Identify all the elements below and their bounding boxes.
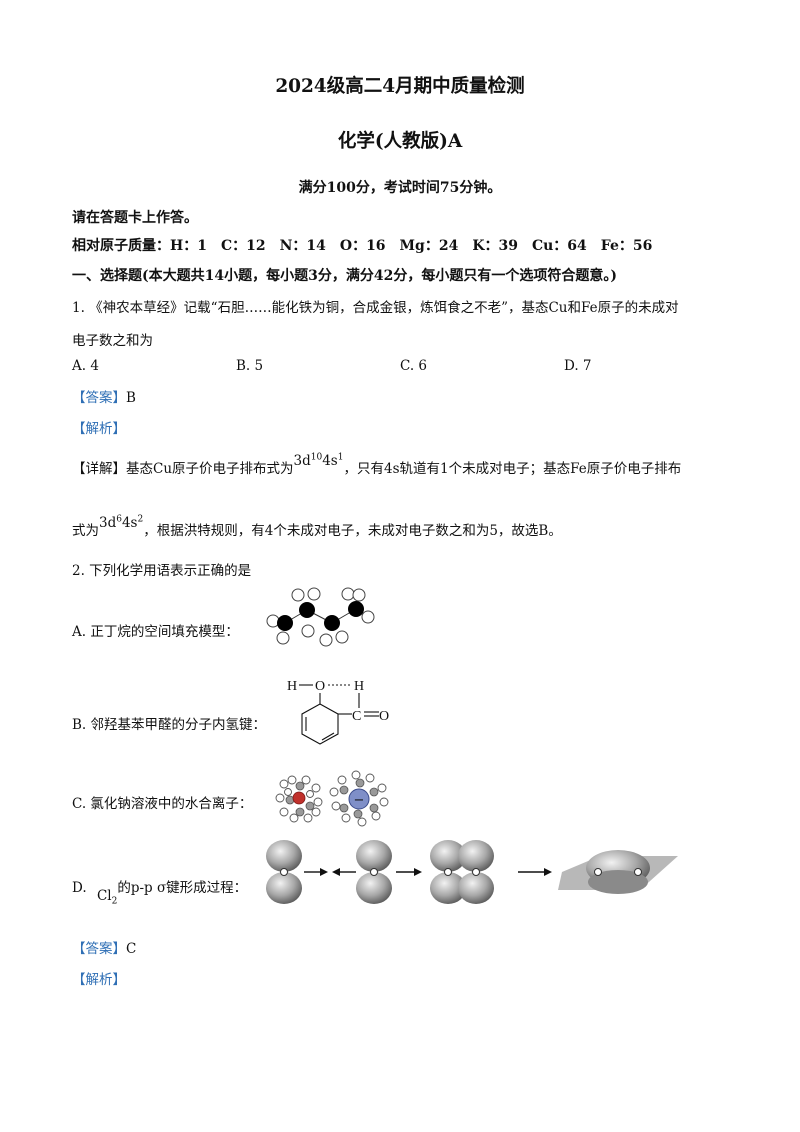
detail-tag: 【详解】 xyxy=(72,461,126,477)
score-time: 满分100分，考试时间75分钟。 xyxy=(298,180,502,196)
section-heading: 一、选择题(本大题共14小题，每小题3分，满分42分，每小题只有一个选项符合题意… xyxy=(72,268,617,284)
svg-text:H: H xyxy=(354,679,364,694)
q2-option-c: C. 氯化钠溶液中的水合离子： xyxy=(72,796,253,812)
q2-answer-value: C xyxy=(126,941,137,957)
page-title: 2024级高二4月期中质量检测 xyxy=(275,76,525,97)
q1-option-c: C. 6 xyxy=(400,358,428,374)
q1-answer: 【答案】B xyxy=(72,386,136,406)
cl2-formula: Cl2 xyxy=(96,888,118,907)
q1-analysis-tag: 【解析】 xyxy=(72,421,126,437)
q1-option-a: A. 4 xyxy=(72,358,99,374)
cu-electron-config: 3d104s1 xyxy=(293,452,344,470)
q1-stem-line2: 电子数之和为 xyxy=(72,333,153,349)
svg-text:O: O xyxy=(315,679,325,694)
svg-text:−: − xyxy=(354,793,365,808)
p-p-sigma-bond-diagram xyxy=(266,840,678,904)
answer-tag: 【答案】 xyxy=(72,390,126,406)
q2-option-a: A. 正丁烷的空间填充模型： xyxy=(72,624,239,640)
subject-title: 化学(人教版)A xyxy=(337,131,463,152)
q1-stem-line1: 1. 《神农本草经》记载“石胆……能化铁为铜，合成金银，炼饵食之不老”，基态Cu… xyxy=(72,300,679,316)
atomic-mass: 相对原子质量：H：1 C：12 N：14 O：16 Mg：24 K：39 Cu：… xyxy=(72,238,653,254)
salicylaldehyde-hbond-structure: H O H C O xyxy=(287,679,389,745)
svg-text:C: C xyxy=(352,709,361,724)
butane-space-filling-model xyxy=(266,587,375,647)
hydrated-ions-diagram: − xyxy=(275,770,389,827)
svg-text:H: H xyxy=(287,679,297,694)
fe-electron-config: 3d64s2 xyxy=(99,514,144,532)
answer-tag: 【答案】 xyxy=(72,941,126,957)
svg-text:O: O xyxy=(379,709,389,724)
q1-detail-line2: 式为3d64s2，根据洪特规则，有4个未成对电子，未成对电子数之和为5，故选B。 xyxy=(72,514,562,540)
q2-answer: 【答案】C xyxy=(72,937,136,957)
q1-option-d: D. 7 xyxy=(564,358,592,374)
q1-answer-value: B xyxy=(126,390,136,406)
q2-option-d: D. Cl2的p-p σ键形成过程： xyxy=(72,880,248,907)
q1-detail-line1: 【详解】基态Cu原子价电子排布式为3d104s1，只有4s轨道有1个未成对电子；… xyxy=(72,452,682,478)
q1-option-b: B. 5 xyxy=(236,358,264,374)
answer-instruction: 请在答题卡上作答。 xyxy=(72,210,198,226)
q2-option-b: B. 邻羟基苯甲醛的分子内氢键： xyxy=(72,717,267,733)
q2-stem: 2. 下列化学用语表示正确的是 xyxy=(72,563,252,579)
q2-analysis-tag: 【解析】 xyxy=(72,972,126,988)
